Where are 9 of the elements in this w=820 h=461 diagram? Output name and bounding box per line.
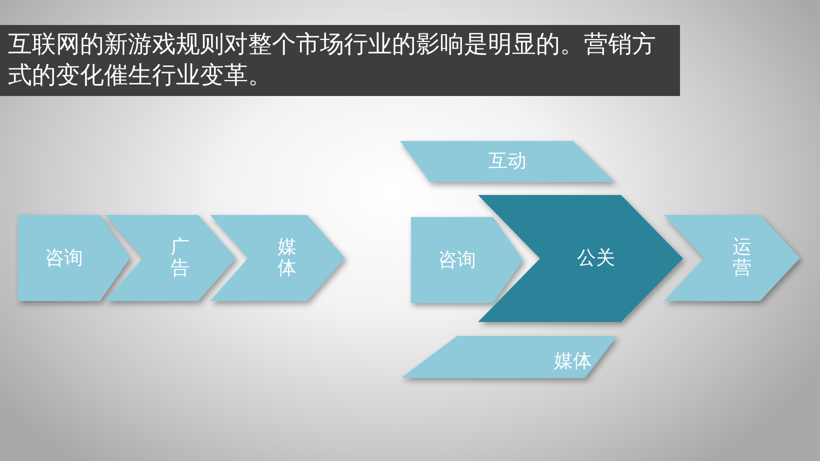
node-label: 媒体 — [278, 237, 296, 279]
node-label: 咨询 — [45, 248, 83, 268]
node-label: 运营 — [732, 237, 752, 279]
node-label: 公关 — [577, 248, 615, 269]
node-label: 广告 — [170, 237, 190, 279]
title-banner: 互联网的新游戏规则对整个市场行业的影响是明显的。营销方式的变化催生行业变革。 — [0, 25, 680, 96]
node-label: 咨询 — [438, 250, 476, 270]
node-label: 媒体 — [554, 350, 592, 372]
node-label: 互动 — [488, 151, 526, 172]
